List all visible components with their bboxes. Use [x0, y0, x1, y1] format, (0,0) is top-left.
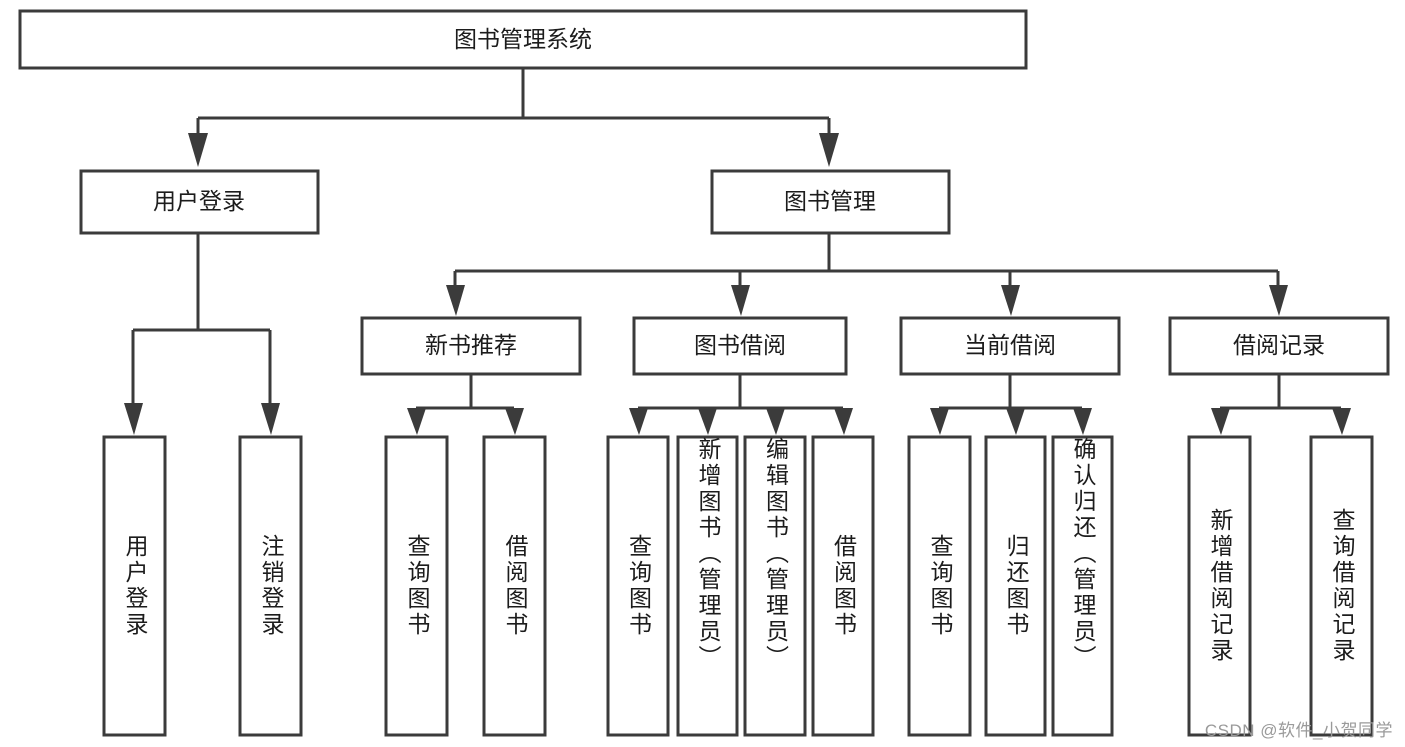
- node-box-leaf-bb-add-book[interactable]: [676, 435, 739, 737]
- connector-group-book-borrow: [629, 374, 853, 435]
- arrow-head-bb-borrow: [834, 408, 853, 435]
- node-box-leaf-bb-edit-book[interactable]: [743, 435, 807, 737]
- arrow-head-nbr-borrow: [505, 408, 524, 435]
- node-label-book-manage: 图书管理: [784, 188, 876, 214]
- node-box-current-borrow[interactable]: [899, 316, 1121, 376]
- connector-group-borrow-record: [1211, 374, 1351, 435]
- arrow-head-bb-add: [698, 408, 717, 435]
- node-label-book-borrow: 图书借阅: [694, 332, 786, 358]
- arrow-head-book-manage: [819, 133, 839, 167]
- node-box-leaf-logout[interactable]: [238, 435, 303, 737]
- node-box-borrow-record[interactable]: [1168, 316, 1390, 376]
- node-box-leaf-cb-confirm-return[interactable]: [1051, 435, 1114, 737]
- arrow-head-br-query: [1332, 408, 1351, 435]
- arrow-head-nbr-query: [407, 408, 426, 435]
- node-box-system-title[interactable]: [18, 9, 1028, 70]
- arrow-head-br-add: [1211, 408, 1230, 435]
- node-label-borrow-record: 借阅记录: [1233, 332, 1325, 358]
- node-box-leaf-bb-borrow-book[interactable]: [811, 435, 875, 737]
- connector-group-user-login: [124, 233, 280, 435]
- arrow-head-user-login: [188, 133, 208, 167]
- node-label-current-borrow: 当前借阅: [964, 332, 1056, 358]
- node-box-leaf-br-query-record[interactable]: [1309, 435, 1374, 737]
- connector-group-current-borrow: [930, 374, 1092, 435]
- connector-group-book-manage: [446, 233, 1288, 316]
- arrow-head-cb-confirm: [1073, 408, 1092, 435]
- watermark-text: CSDN @软件_小贺同学: [1204, 721, 1393, 740]
- arrow-head-book-borrow: [731, 285, 750, 316]
- node-box-book-borrow[interactable]: [632, 316, 848, 376]
- node-label-new-book-recommend: 新书推荐: [425, 332, 517, 358]
- node-box-user-login[interactable]: [79, 169, 320, 235]
- connector-group-new-book-rec: [407, 374, 524, 435]
- arrow-head-cb-return: [1006, 408, 1025, 435]
- arrow-head-bb-query: [629, 408, 648, 435]
- arrow-head-leaf-user-login: [124, 403, 143, 435]
- arrow-head-current-borrow: [1001, 285, 1020, 316]
- leaf-box-group: [102, 435, 1374, 737]
- arrow-head-new-book-rec: [446, 285, 465, 316]
- arrow-head-cb-query: [930, 408, 949, 435]
- node-box-new-book-recommend[interactable]: [360, 316, 582, 376]
- node-box-leaf-user-login[interactable]: [102, 435, 167, 737]
- node-box-leaf-cb-query-book[interactable]: [907, 435, 972, 737]
- arrow-head-leaf-logout: [261, 403, 280, 435]
- connector-group-root: [188, 68, 839, 167]
- node-box-leaf-nbr-borrow-book[interactable]: [482, 435, 547, 737]
- node-box-leaf-bb-query-book[interactable]: [606, 435, 670, 737]
- node-label-user-login: 用户登录: [153, 188, 245, 214]
- node-box-leaf-cb-return-book[interactable]: [984, 435, 1047, 737]
- node-label-system-title: 图书管理系统: [454, 26, 592, 52]
- node-box-leaf-nbr-query-book[interactable]: [384, 435, 449, 737]
- arrow-head-borrow-record: [1269, 285, 1288, 316]
- node-box-book-manage[interactable]: [710, 169, 951, 235]
- node-box-leaf-br-add-record[interactable]: [1187, 435, 1252, 737]
- arrow-head-bb-edit: [766, 408, 785, 435]
